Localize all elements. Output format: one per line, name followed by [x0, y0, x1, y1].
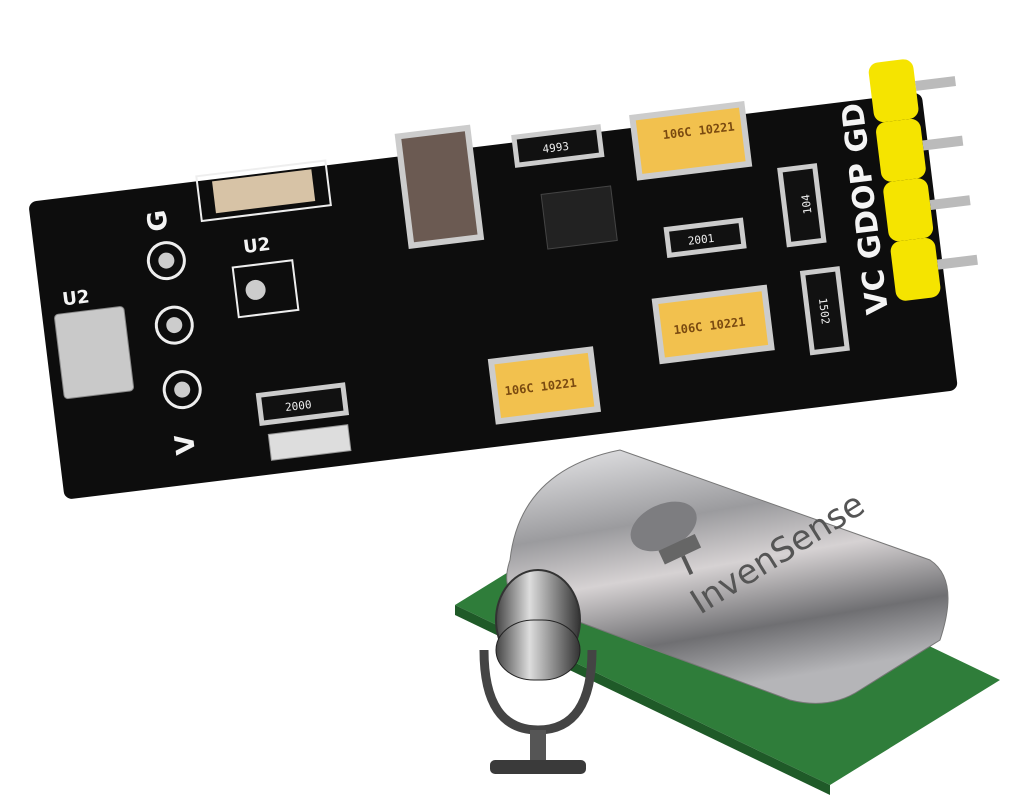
microphone-icon [479, 569, 597, 774]
resistor-104-marking: 104 [799, 193, 814, 215]
pin-pads [146, 241, 202, 410]
tantalum-cap-left: 106C 10221 [487, 346, 602, 425]
resistor-2001-marking: 2001 [687, 232, 715, 248]
tantalum-cap-top: 106C 10221 [629, 100, 753, 181]
resistor-2000: 2000 [255, 382, 350, 426]
led [267, 424, 352, 461]
silk-u2-left: U2 [61, 286, 90, 310]
resistor-104: 104 [777, 163, 827, 248]
silk-u2-mid: U2 [242, 234, 271, 258]
engraved-mic-logo [630, 501, 702, 575]
resistor-2001: 2001 [663, 217, 747, 259]
resistor-4993-marking: 4993 [542, 140, 570, 156]
resistor-2000-marking: 2000 [284, 398, 312, 414]
resistor-1502-marking: 1502 [816, 297, 832, 325]
inductor [394, 124, 485, 249]
resistor-4993: 4993 [511, 124, 605, 168]
tantalum-cap-right: 106C 10221 [651, 284, 775, 365]
resistor-1502: 1502 [799, 266, 850, 356]
ic-chip [540, 185, 618, 250]
pin-header [868, 59, 978, 301]
pcb-board: U2 G V U2 4993 2001 104 [29, 59, 978, 499]
silk-g: G [142, 208, 174, 233]
silk-v: V [170, 433, 202, 457]
mic-sensor [54, 306, 135, 400]
ceramic-capacitor [212, 169, 316, 214]
